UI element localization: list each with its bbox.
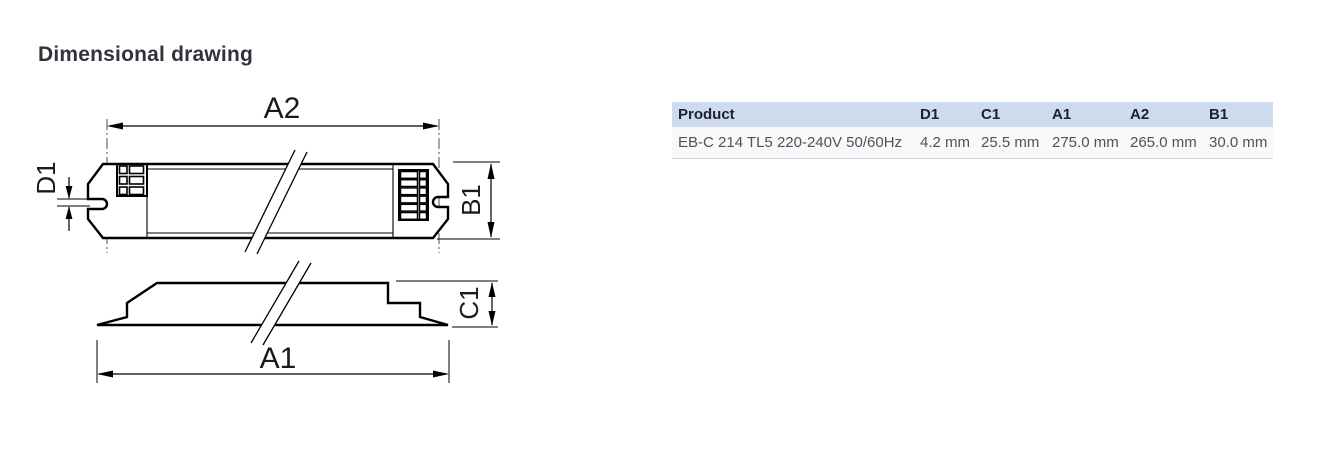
- cell-a2: 265.0 mm: [1124, 127, 1203, 159]
- terminal-block-right: [398, 169, 429, 221]
- break-line-top-view: [244, 149, 308, 255]
- column-header-d1: D1: [914, 102, 975, 127]
- column-header-product: Product: [672, 102, 914, 127]
- dim-label-d1: D1: [31, 161, 61, 194]
- cell-b1: 30.0 mm: [1203, 127, 1273, 159]
- terminal-block-left: [116, 163, 148, 197]
- dimensional-drawing: A2: [31, 92, 500, 383]
- table-row: EB-C 214 TL5 220-240V 50/60Hz 4.2 mm 25.…: [672, 127, 1273, 159]
- break-line-side-view: [250, 260, 312, 346]
- top-view-outline: [86, 162, 450, 240]
- dimension-a1: A1: [96, 340, 450, 383]
- top-view: A2: [31, 92, 500, 255]
- dimension-a2: A2: [107, 92, 439, 130]
- dimension-b1: B1: [437, 161, 500, 240]
- column-header-a1: A1: [1046, 102, 1124, 127]
- cell-d1: 4.2 mm: [914, 127, 975, 159]
- column-header-b1: B1: [1203, 102, 1273, 127]
- dim-label-b1: B1: [456, 184, 486, 216]
- side-view-outline: [96, 281, 449, 327]
- cell-product: EB-C 214 TL5 220-240V 50/60Hz: [672, 127, 914, 159]
- dim-label-a1: A1: [260, 342, 297, 375]
- table-header-row: Product D1 C1 A1 A2 B1: [672, 102, 1273, 127]
- column-header-c1: C1: [975, 102, 1046, 127]
- dim-label-c1: C1: [454, 286, 484, 319]
- cell-a1: 275.0 mm: [1046, 127, 1124, 159]
- column-header-a2: A2: [1124, 102, 1203, 127]
- side-view: C1 A1: [96, 260, 498, 383]
- dimension-c1: C1: [396, 280, 498, 328]
- section-title: Dimensional drawing: [38, 43, 253, 66]
- dimension-d1: D1: [31, 161, 90, 231]
- dim-label-a2: A2: [264, 92, 301, 125]
- dimension-spec-table: Product D1 C1 A1 A2 B1 EB-C 214 TL5 220-…: [672, 102, 1273, 159]
- cell-c1: 25.5 mm: [975, 127, 1046, 159]
